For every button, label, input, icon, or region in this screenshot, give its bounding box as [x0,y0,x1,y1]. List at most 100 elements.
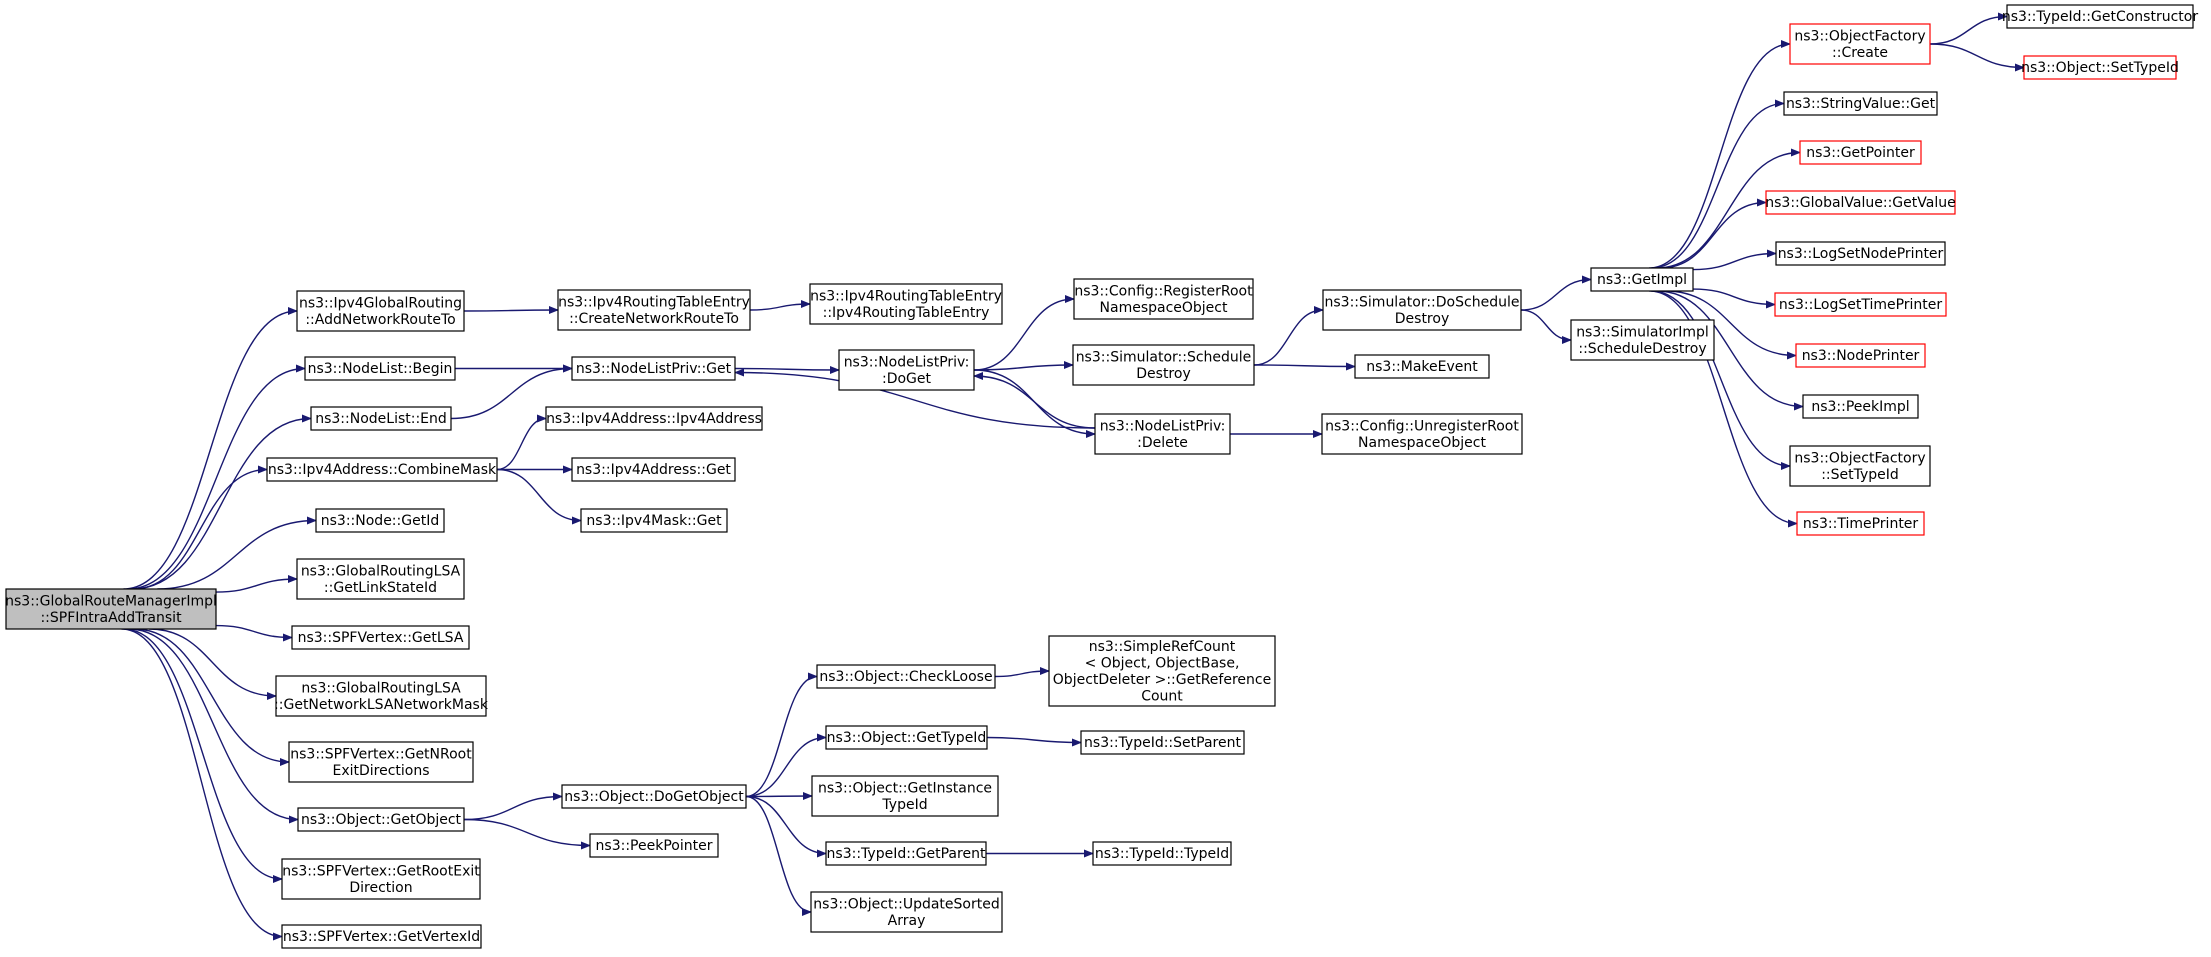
node-box [1354,354,1490,379]
node-label-line: ns3::GetImpl [1597,272,1687,288]
node-objDoGetObject[interactable]: ns3::Object::DoGetObject [561,784,747,809]
edge-getImpl-to-stringValueGet [1651,99,1785,269]
edge-nodeListEnd-to-nodeListPrivGet [450,364,573,420]
edge-simScheduleDestroy-to-makeEvent [1253,362,1356,371]
node-typeIdGetCtor[interactable]: ns3::TypeId::GetConstructor [2002,4,2198,29]
node-box [1802,394,1919,419]
node-label-line: Array [888,913,926,929]
node-box [296,558,465,600]
node-nodePrinter[interactable]: ns3::NodePrinter [1795,343,1926,368]
node-objFactorySetTypeId[interactable]: ns3::ObjectFactory::SetTypeId [1789,445,1931,487]
node-label-line: ns3::Ipv4Mask::Get [586,513,722,529]
node-box [571,356,736,381]
node-simpleRefCount[interactable]: ns3::SimpleRefCount< Object, ObjectBase,… [1048,635,1276,707]
node-objGetObject[interactable]: ns3::Object::GetObject [297,807,465,832]
node-label-line: ns3::Ipv4Address::Ipv4Address [546,411,762,427]
node-stringValueGet[interactable]: ns3::StringValue::Get [1783,91,1938,116]
node-label-line: ::Create [1832,45,1888,61]
node-peekImpl[interactable]: ns3::PeekImpl [1802,394,1919,419]
node-label-line: :DoGet [882,371,932,387]
node-logSetTimePrinter[interactable]: ns3::LogSetTimePrinter [1774,292,1947,317]
node-typeIdSetParent[interactable]: ns3::TypeId::SetParent [1080,730,1245,755]
edge-root-to-getNRootExit [134,628,290,766]
edge-root-to-combineMask [133,465,268,590]
node-addNetRoute[interactable]: ns3::Ipv4GlobalRouting::AddNetworkRouteT… [296,290,465,332]
node-nodeListPrivDoGet[interactable]: ns3::NodeListPriv::DoGet [838,349,975,391]
node-label-line: ::Ipv4RoutingTableEntry [823,305,990,321]
node-ipv4AddrGet[interactable]: ns3::Ipv4Address::Get [571,457,736,482]
node-nodeListBegin[interactable]: ns3::NodeList::Begin [304,356,456,381]
node-box [315,508,445,533]
node-label-line: ns3::Simulator::DoSchedule [1325,294,1520,310]
node-simImplScheduleDestroy[interactable]: ns3::SimulatorImpl::ScheduleDestroy [1570,319,1715,361]
node-objCheckLoose[interactable]: ns3::Object::CheckLoose [816,664,996,689]
node-globalValueGet[interactable]: ns3::GlobalValue::GetValue [1765,190,1956,215]
node-layer: ns3::GlobalRouteManagerImpl::SPFIntraAdd… [5,4,2198,949]
node-label-line: ns3::NodeListPriv: [1100,418,1226,434]
node-label-line: Direction [349,880,412,896]
node-configUnregRoot[interactable]: ns3::Config::UnregisterRootNamespaceObje… [1321,413,1523,455]
node-rtEntryCtor[interactable]: ns3::Ipv4RoutingTableEntry::Ipv4RoutingT… [809,283,1003,325]
node-box [281,924,482,949]
node-box [571,457,736,482]
node-box [291,625,470,650]
node-box [1073,278,1254,320]
node-box [580,508,728,533]
node-label-line: NamespaceObject [1100,300,1228,316]
node-getNetLSAMask[interactable]: ns3::GlobalRoutingLSA::GetNetworkLSANetw… [274,675,489,717]
node-box [1094,413,1231,455]
node-logSetNodePrinter[interactable]: ns3::LogSetNodePrinter [1775,241,1946,266]
edge-getImpl-to-timePrinter [1649,290,1798,528]
node-box [1322,289,1522,331]
node-label-line: ns3::StringValue::Get [1786,96,1936,112]
node-getLinkStateId[interactable]: ns3::GlobalRoutingLSA::GetLinkStateId [296,558,465,600]
node-typeIdCtor[interactable]: ns3::TypeId::TypeId [1092,841,1232,866]
edge-getImpl-to-peekImpl [1656,290,1804,411]
node-box [1072,344,1255,386]
node-label-line: ns3::Ipv4Address::CombineMask [268,462,497,478]
node-ipv4MaskGet[interactable]: ns3::Ipv4Mask::Get [580,508,728,533]
node-nodeListEnd[interactable]: ns3::NodeList::End [310,406,452,431]
node-label-line: ns3::TypeId::SetParent [1084,735,1241,751]
node-nodeListPrivGet[interactable]: ns3::NodeListPriv::Get [571,356,736,381]
node-combineMask[interactable]: ns3::Ipv4Address::CombineMask [266,457,498,482]
node-label-line: ns3::Object::SetTypeId [2021,60,2179,76]
node-box [296,290,465,332]
node-objFactoryCreate[interactable]: ns3::ObjectFactory::Create [1789,23,1931,65]
node-label-line: ns3::SimulatorImpl [1576,324,1709,340]
node-box [545,406,763,431]
node-label-line: ns3::Object::CheckLoose [819,669,992,685]
node-getImpl[interactable]: ns3::GetImpl [1590,267,1694,292]
node-nodeListPrivDelete[interactable]: ns3::NodeListPriv::Delete [1094,413,1231,455]
node-getPointer[interactable]: ns3::GetPointer [1799,140,1922,165]
node-label-line: ::AddNetworkRouteTo [305,312,455,328]
node-createNetRoute[interactable]: ns3::Ipv4RoutingTableEntry::CreateNetwor… [557,289,751,331]
node-typeIdGetParent[interactable]: ns3::TypeId::GetParent [825,841,987,866]
node-makeEvent[interactable]: ns3::MakeEvent [1354,354,1490,379]
node-label-line: ns3::MakeEvent [1366,359,1478,375]
node-label-line: ns3::Config::RegisterRoot [1074,283,1253,299]
node-objGetTypeId[interactable]: ns3::Object::GetTypeId [825,725,988,750]
node-simScheduleDestroy[interactable]: ns3::Simulator::ScheduleDestroy [1072,344,1255,386]
node-label-line: ns3::SPFVertex::GetRootExit [282,863,480,879]
node-objSetTypeId[interactable]: ns3::Object::SetTypeId [2021,55,2179,80]
node-peekPointer[interactable]: ns3::PeekPointer [589,833,719,858]
node-root[interactable]: ns3::GlobalRouteManagerImpl::SPFIntraAdd… [5,588,217,630]
node-label-line: ns3::Object::DoGetObject [564,789,744,805]
node-getVertexId[interactable]: ns3::SPFVertex::GetVertexId [281,924,482,949]
node-label-line: ns3::GlobalRouteManagerImpl [5,593,217,609]
node-label-line: ns3::GlobalValue::GetValue [1765,195,1955,211]
node-timePrinter[interactable]: ns3::TimePrinter [1796,511,1925,536]
node-label-line: ns3::Ipv4Address::Get [576,462,731,478]
node-box [816,664,996,689]
node-vertexGetLSA[interactable]: ns3::SPFVertex::GetLSA [291,625,470,650]
node-nodeGetId[interactable]: ns3::Node::GetId [315,508,445,533]
node-ipv4AddrCtor[interactable]: ns3::Ipv4Address::Ipv4Address [545,406,763,431]
node-box [304,356,456,381]
